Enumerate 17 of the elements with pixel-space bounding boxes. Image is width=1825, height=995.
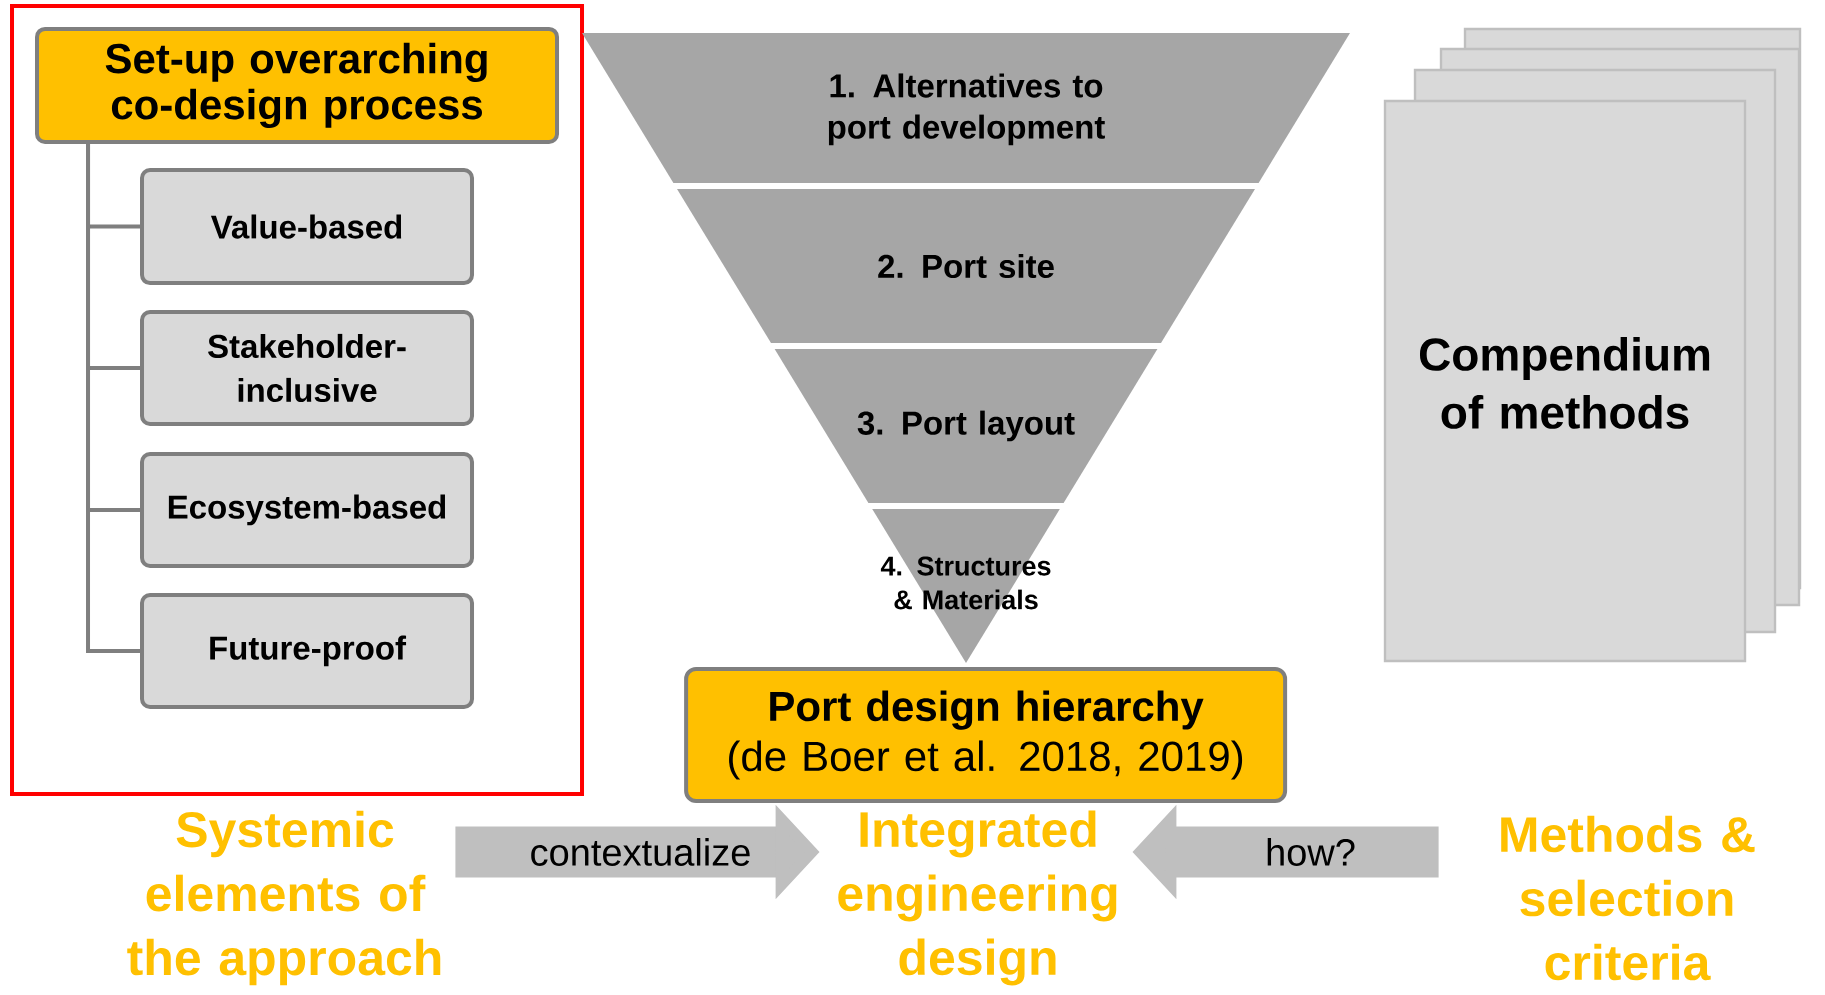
section-heading: Methods & selection criteria [1501,815,1755,981]
category-box: Value-based [140,168,474,286]
funnel-band: 3. Port layout [774,349,1158,503]
document-stack: Compendium of methods [1383,27,1802,663]
category-box: Future-proof [140,593,474,709]
funnel-band: 2. Port site [677,189,1255,343]
category-box: Ecosystem-based [140,452,474,568]
category-box: Stakeholder-inclusive [140,310,474,426]
title-box: Port design hierarchy (de Boer et al. 2018, 2019) [684,667,1288,803]
edge-label: contextualize [531,838,750,866]
funnel-band: 1. Alternatives to port development [582,33,1350,183]
section-heading: Systemic elements of the approach [127,810,441,986]
title-box: Set-up overarching co-design process [35,26,559,144]
section-heading: Integrated engineering design [838,810,1117,986]
funnel-band: 4. Structures & Materials [872,509,1060,663]
edge-label: how? [1267,838,1355,866]
frame-box [10,4,584,796]
